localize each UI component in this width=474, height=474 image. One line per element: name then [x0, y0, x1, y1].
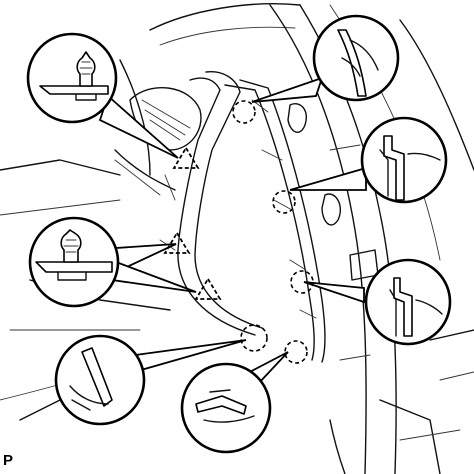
target-circle — [232, 100, 256, 124]
target-circle — [272, 190, 296, 214]
corner-mark: P — [3, 452, 14, 469]
clip-location-triangle — [172, 146, 200, 169]
guide-icon — [393, 277, 413, 337]
target-circle — [284, 340, 308, 364]
detail-bubble-clip-middle — [28, 216, 120, 308]
detail-bubble-clip-top — [26, 32, 118, 124]
detail-bubble-claw-lower-center — [180, 362, 272, 454]
claw-icon — [195, 395, 247, 415]
clip-location-triangle — [163, 231, 191, 254]
target-circle — [240, 324, 268, 352]
claw-icon — [337, 29, 367, 97]
guide-icon — [383, 135, 405, 201]
claw-icon — [81, 347, 113, 407]
target-circle — [290, 270, 314, 294]
detail-bubble-claw-top — [312, 14, 400, 102]
clip-location-triangle — [194, 277, 222, 300]
detail-bubble-guide-upper — [360, 116, 448, 204]
target-markers — [163, 100, 314, 364]
detail-bubble-claw-lower-left — [54, 334, 146, 426]
detail-bubble-guide-lower — [364, 258, 452, 346]
leader-lines — [98, 76, 367, 386]
clip-icon — [76, 51, 96, 87]
